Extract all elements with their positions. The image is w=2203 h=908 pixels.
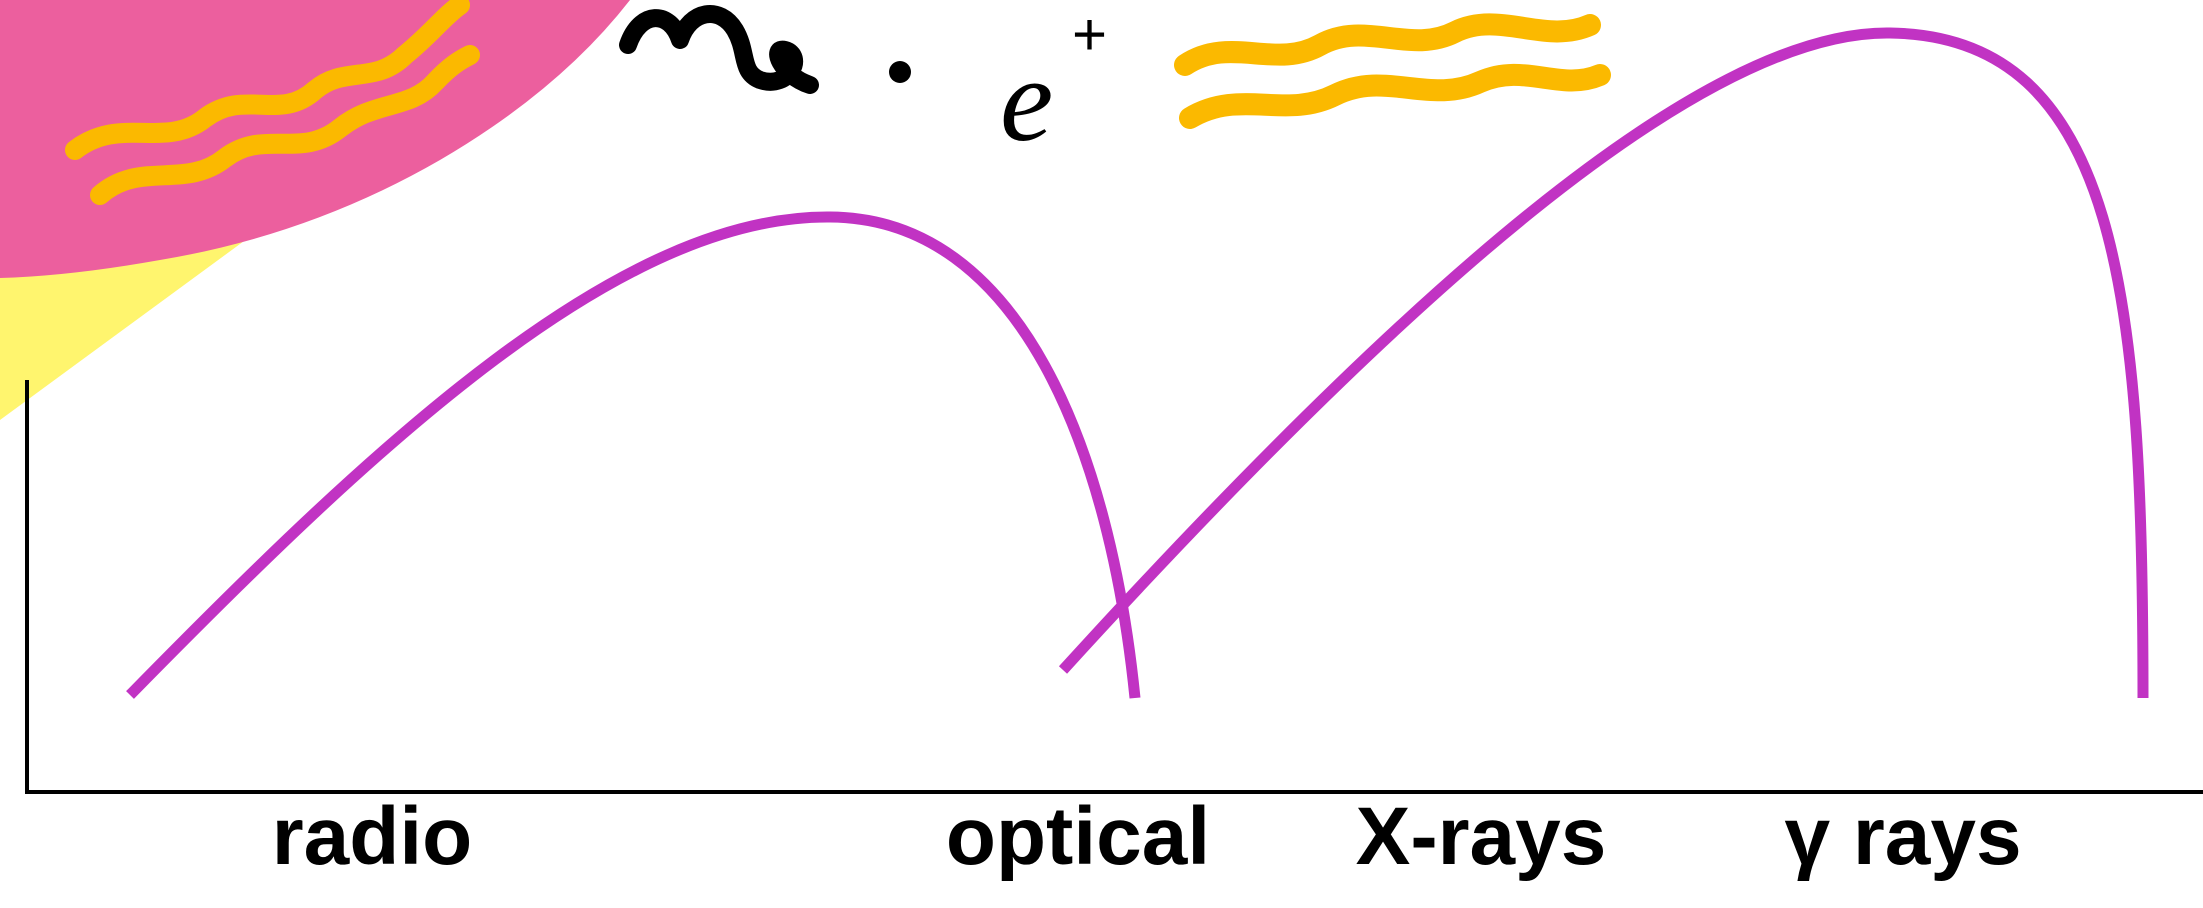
scribble-dot [889, 61, 911, 83]
squiggle-right-upper [1174, 13, 1601, 76]
squiggle-left-lower [90, 45, 480, 205]
inverse-compton-curve [1058, 27, 2149, 699]
label-optical: optical [945, 791, 1211, 882]
label-xrays: X-rays [1355, 791, 1607, 882]
synchrotron-curve [126, 211, 1141, 699]
electron-superscript: + [1072, 1, 1107, 68]
label-radio: radio [271, 791, 473, 882]
electron-symbol: e [1000, 33, 1053, 166]
label-gamma-rays: γ rays [1784, 791, 2022, 882]
squiggle-left-upper [65, 0, 470, 160]
scribble-mark [619, 5, 819, 94]
squiggle-right-lower [1179, 63, 1611, 129]
